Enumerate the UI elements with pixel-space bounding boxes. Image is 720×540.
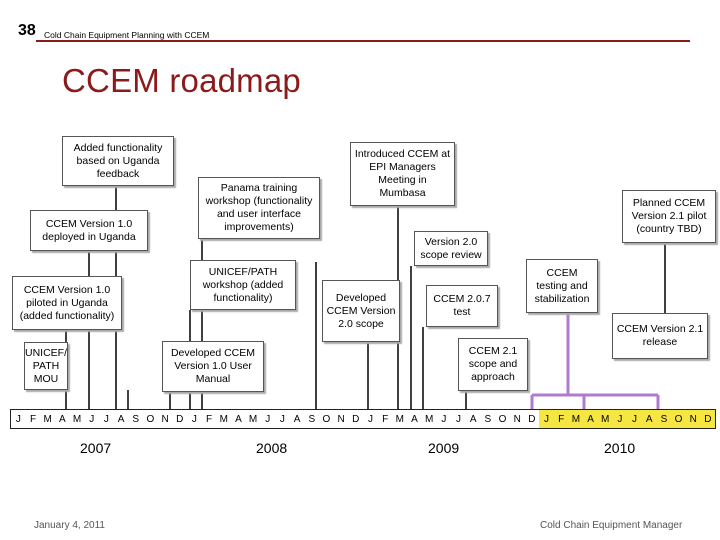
month-cell: F bbox=[553, 410, 569, 428]
slide-number: 38 bbox=[18, 22, 36, 39]
event-added-functionality: Added functionality based on Uganda feed… bbox=[62, 136, 174, 186]
header-rule bbox=[36, 40, 690, 42]
event-v1-deployed: CCEM Version 1.0 deployed in Uganda bbox=[30, 210, 148, 251]
month-cell: N bbox=[685, 410, 701, 428]
month-cell: S bbox=[484, 413, 492, 425]
month-cell: D bbox=[176, 413, 184, 425]
event-v21-release: CCEM Version 2.1 release bbox=[612, 313, 708, 359]
month-cell: N bbox=[161, 413, 169, 425]
month-cell: M bbox=[568, 410, 584, 428]
month-cell: D bbox=[700, 410, 716, 428]
event-testing-stabilization: CCEM testing and stabilization bbox=[526, 259, 598, 313]
event-unicef-path-workshop: UNICEF/PATH workshop (added functionalit… bbox=[190, 260, 296, 310]
month-cell: F bbox=[29, 413, 37, 425]
month-cell: J bbox=[103, 413, 109, 425]
event-user-manual: Developed CCEM Version 1.0 User Manual bbox=[162, 341, 264, 392]
month-cell: D bbox=[352, 413, 360, 425]
month-cell: J bbox=[367, 413, 373, 425]
month-cell: S bbox=[132, 413, 140, 425]
event-developed-v2: Developed CCEM Version 2.0 scope bbox=[322, 280, 400, 342]
month-cell: F bbox=[382, 413, 389, 425]
month-cell: F bbox=[206, 413, 213, 425]
month-cell: M bbox=[248, 413, 258, 425]
year-label: 2009 bbox=[428, 440, 460, 456]
month-cell: J bbox=[612, 410, 628, 428]
month-cell: S bbox=[308, 413, 316, 425]
year-label: 2007 bbox=[80, 440, 112, 456]
month-cell: M bbox=[395, 413, 404, 425]
month-cell: J bbox=[279, 413, 285, 425]
month-cell: O bbox=[146, 413, 155, 425]
month-cell: A bbox=[583, 410, 598, 428]
month-cell: J bbox=[539, 410, 554, 428]
event-panama-workshop: Panama training workshop (functionality … bbox=[198, 177, 320, 239]
year-label: 2008 bbox=[256, 440, 288, 456]
month-cell: J bbox=[455, 413, 461, 425]
month-cell: O bbox=[671, 410, 686, 428]
header-subtitle: Cold Chain Equipment Planning with CCEM bbox=[44, 30, 210, 40]
page-title: CCEM roadmap bbox=[62, 62, 301, 99]
month-cell: A bbox=[235, 413, 242, 425]
month-cell: J bbox=[627, 410, 642, 428]
month-cell: J bbox=[15, 413, 21, 425]
month-cell: J bbox=[89, 413, 95, 425]
footer-org: Cold Chain Equipment Manager bbox=[540, 520, 683, 531]
month-cell: A bbox=[411, 413, 418, 425]
event-v207-test: CCEM 2.0.7 test bbox=[426, 285, 498, 327]
month-cell: M bbox=[72, 413, 82, 425]
month-cell: M bbox=[597, 410, 613, 428]
month-cell: A bbox=[293, 413, 301, 425]
month-cell: N bbox=[513, 413, 521, 425]
month-cell: M bbox=[424, 413, 434, 425]
month-cell: N bbox=[337, 413, 345, 425]
month-cell: O bbox=[498, 413, 507, 425]
month-cell: O bbox=[322, 413, 331, 425]
event-v1-piloted: CCEM Version 1.0 piloted in Uganda (adde… bbox=[12, 276, 122, 330]
event-v21-pilot: Planned CCEM Version 2.1 pilot (country … bbox=[622, 190, 716, 243]
year-label: 2010 bbox=[604, 440, 636, 456]
event-epi-meeting: Introduced CCEM at EPI Managers Meeting … bbox=[350, 142, 455, 206]
month-cell: A bbox=[59, 413, 66, 425]
month-cell: J bbox=[265, 413, 271, 425]
event-v21-scope: CCEM 2.1 scope and approach bbox=[458, 338, 528, 391]
footer-date: January 4, 2011 bbox=[34, 520, 105, 531]
month-cell: S bbox=[656, 410, 672, 428]
event-v2-scope-review: Version 2.0 scope review bbox=[414, 231, 488, 266]
month-cell: D bbox=[528, 413, 536, 425]
month-cell: A bbox=[117, 413, 125, 425]
event-unicef-mou: UNICEF/ PATH MOU bbox=[24, 342, 68, 390]
month-cell: A bbox=[641, 410, 657, 428]
month-cell: M bbox=[43, 413, 52, 425]
month-cell: A bbox=[469, 413, 477, 425]
month-cell: J bbox=[191, 413, 197, 425]
month-cell: J bbox=[441, 413, 447, 425]
month-cell: M bbox=[219, 413, 228, 425]
